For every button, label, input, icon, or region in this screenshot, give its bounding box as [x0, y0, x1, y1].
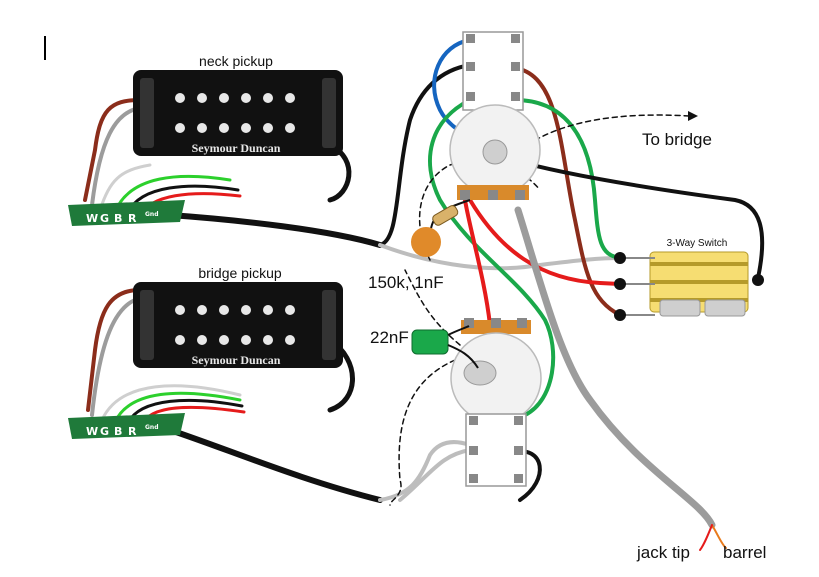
neck-pcb-pin-r: R [128, 212, 137, 225]
neck-pcb-pin-b: B [114, 212, 122, 225]
treble-bleed-resistor [432, 205, 459, 226]
bridge-brown-lead [86, 288, 142, 412]
bridge-run-up [378, 440, 472, 502]
red-jack-tip [699, 524, 713, 551]
switch-terminal-3 [614, 309, 626, 321]
bridge-white-lead [100, 384, 242, 422]
jack-tip-label: jack tip [636, 543, 690, 562]
bridge-pole-pieces-bottom [175, 335, 295, 345]
to-bridge-label: To bridge [642, 130, 712, 149]
neck-pickup-brand: Seymour Duncan [192, 141, 281, 155]
bottom-push-pull-switch [465, 413, 527, 487]
dashed-ground-mid [404, 269, 461, 346]
switch-terminal-1 [614, 252, 626, 264]
neck-brown-lead [83, 98, 142, 202]
three-way-switch-label: 3-Way Switch [667, 238, 728, 249]
bridge-pole-pieces-top [175, 305, 295, 315]
top-push-pull-switch [462, 31, 524, 111]
green-wire-switch [513, 98, 622, 260]
grey-bottom-switch [398, 448, 472, 502]
neck-pcb-pin-gnd: Gnd [145, 211, 159, 218]
jack-grey-run [514, 206, 716, 529]
orange-jack-barrel [711, 524, 727, 549]
bridge-pcb-pin-gnd: Gnd [145, 424, 159, 431]
neck-pole-pieces-top [175, 93, 295, 103]
neck-pole-pieces-bottom [175, 123, 295, 133]
tone-cap [411, 329, 449, 355]
switch-common-terminal [752, 274, 764, 286]
neck-white-lead [98, 163, 152, 212]
neck-pcb-pin-w: W [86, 212, 98, 225]
bridge-pickup-label: bridge pickup [198, 265, 281, 281]
resistor-cap-label: 150k, 1nF [368, 273, 444, 292]
volume-pot [449, 104, 541, 200]
grey-neck-run [378, 243, 622, 271]
switch-terminal-2 [614, 278, 626, 290]
brown-wire [513, 66, 622, 317]
bridge-pcb-pin-g: G [100, 425, 109, 438]
tone-cap-label: 22nF [370, 328, 409, 347]
neck-pcb: W G B R Gnd [68, 200, 185, 226]
bridge-green-lead [113, 391, 242, 424]
neck-hot-to-pot [378, 63, 472, 247]
bridge-pcb-pin-b: B [114, 425, 122, 438]
bridge-grey-lead [90, 296, 142, 417]
bridge-pickup-brand: Seymour Duncan [192, 353, 281, 367]
bridge-pcb: W G B R Gnd [68, 413, 185, 439]
neck-black-output [167, 212, 383, 248]
dashed-ground-bridge [389, 359, 456, 506]
to-bridge-arrow [688, 111, 698, 121]
neck-pickup-label: neck pickup [199, 53, 273, 69]
tone-cap-group [411, 325, 479, 369]
barrel-label: barrel [723, 543, 766, 562]
bridge-pcb-pin-w: W [86, 425, 98, 438]
treble-bleed-cap [411, 227, 441, 257]
bridge-pcb-pin-r: R [128, 425, 137, 438]
three-way-switch: 3-Way Switch [614, 238, 764, 321]
neck-pickup: Seymour Duncan neck pickup [133, 53, 343, 156]
green-wire-long [428, 98, 556, 417]
neck-pcb-pin-g: G [100, 212, 109, 225]
text-cursor [44, 36, 46, 60]
tone-pot [450, 318, 542, 424]
neck-grey-lead [90, 106, 142, 207]
black-to-switch [493, 153, 765, 280]
red-wire-to-tone [463, 198, 492, 327]
bridge-black-output [167, 427, 383, 503]
dashed-ground-neck [418, 160, 541, 261]
bridge-pickup: Seymour Duncan bridge pickup [133, 265, 343, 368]
treble-bleed [411, 199, 471, 257]
red-wire-to-switch [468, 198, 622, 286]
neck-green-lead [113, 174, 232, 214]
